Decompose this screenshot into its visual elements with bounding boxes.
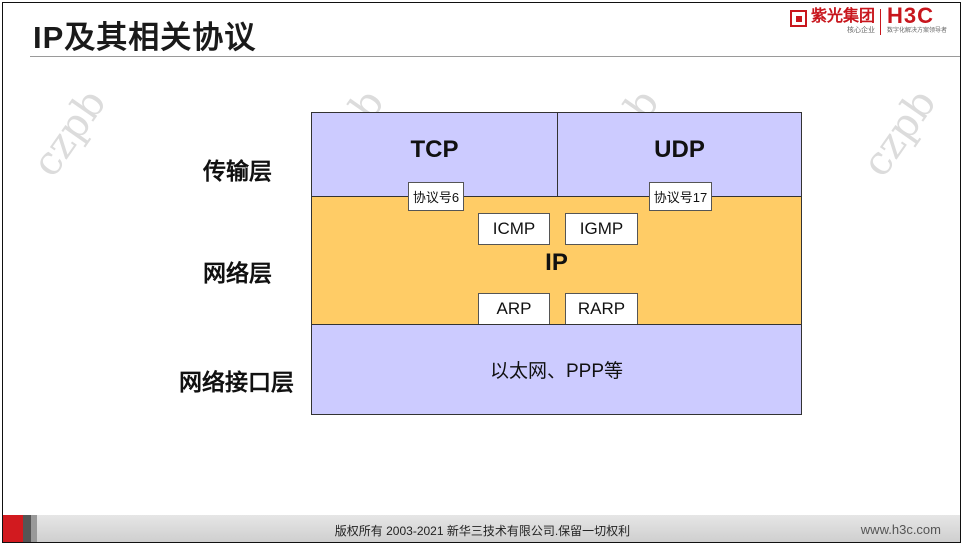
footer-bar — [3, 515, 960, 542]
interface-label: 以太网、PPP等 — [489, 361, 624, 382]
layer-label-transport: 传输层 — [203, 158, 272, 184]
icmp-box: ICMP — [478, 213, 550, 245]
footer-url: www.h3c.com — [860, 522, 941, 537]
tcp-label: TCP — [410, 135, 459, 163]
footer-accent — [31, 515, 37, 542]
footer-copyright: 版权所有 2003-2021 新华三技术有限公司.保留一切权利 — [334, 524, 631, 538]
h3c-logo-tagline: 数字化解决方案领导者 — [887, 28, 948, 34]
unigroup-logo-icon — [790, 10, 807, 27]
h3c-logo: H3C 数字化解决方案领导者 — [887, 5, 947, 35]
tcp-protocol-number: 协议号6 — [408, 182, 464, 211]
footer-accent — [3, 515, 23, 542]
ip-box: IP — [311, 196, 802, 325]
layer-label-network: 网络层 — [203, 260, 272, 286]
logo-separator — [880, 9, 881, 35]
footer-accent — [23, 515, 31, 542]
h3c-logo-text: H3C — [887, 3, 935, 28]
unigroup-logo: 紫光集团 核心企业 — [790, 8, 875, 35]
interface-box: 以太网、PPP等 — [311, 324, 802, 415]
arp-box: ARP — [478, 293, 550, 325]
udp-protocol-number: 协议号17 — [649, 182, 712, 211]
udp-label: UDP — [654, 135, 705, 163]
ip-label: IP — [545, 248, 568, 276]
layer-label-interface: 网络接口层 — [179, 369, 294, 395]
igmp-box: IGMP — [565, 213, 638, 245]
slide-title: IP及其相关协议 — [33, 20, 257, 55]
rarp-box: RARP — [565, 293, 638, 325]
unigroup-logo-tagline: 核心企业 — [847, 27, 876, 34]
unigroup-logo-text: 紫光集团 — [811, 8, 876, 25]
title-divider — [30, 56, 960, 57]
